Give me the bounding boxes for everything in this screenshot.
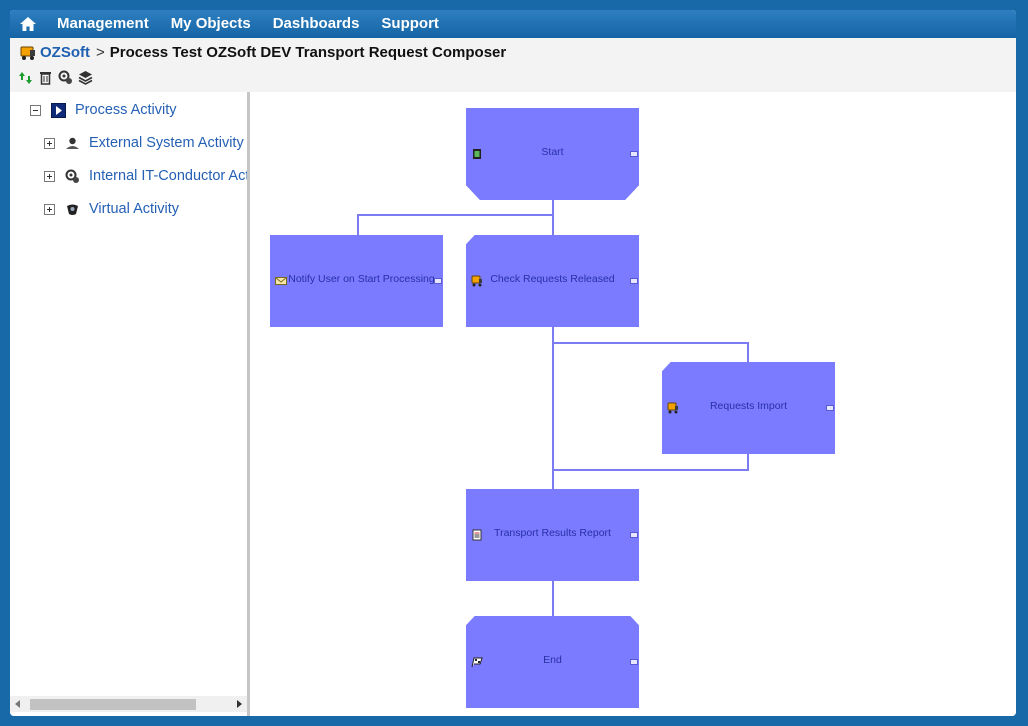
- page-header: OZSoft > Process Test OZSoft DEV Transpo…: [10, 38, 1016, 92]
- top-navigation: Management My Objects Dashboards Support: [10, 10, 1016, 38]
- node-label: Start: [541, 146, 564, 158]
- configure-button[interactable]: [58, 70, 73, 85]
- node-label: Notify User on Start Processing: [288, 273, 435, 285]
- tree-item-external-system-activity[interactable]: External System Activity: [44, 132, 244, 154]
- breadcrumb-separator: >: [96, 44, 105, 61]
- node-check-requests[interactable]: Check Requests Released: [466, 235, 639, 327]
- scrollbar-thumb[interactable]: [30, 699, 196, 710]
- tree-item-label[interactable]: Process Activity: [75, 102, 177, 118]
- node-transport-results-report[interactable]: Transport Results Report: [466, 489, 639, 581]
- nav-management[interactable]: Management: [57, 15, 149, 32]
- process-diagram-canvas: Start Notify User on Start Processing Ch…: [250, 92, 1016, 716]
- node-label: Check Requests Released: [490, 273, 615, 285]
- home-icon: [20, 17, 36, 31]
- arrow-left-icon: [15, 700, 20, 708]
- tree-item-label[interactable]: External System Activity: [89, 135, 244, 151]
- node-handle[interactable]: [630, 278, 638, 284]
- envelope-icon: [275, 277, 287, 285]
- connector-line: [552, 342, 748, 344]
- horizontal-scrollbar[interactable]: [10, 696, 247, 712]
- node-handle[interactable]: [826, 405, 834, 411]
- delete-button[interactable]: [38, 70, 53, 85]
- scroll-right-button[interactable]: [231, 696, 247, 712]
- layers-icon: [78, 71, 93, 85]
- connector-line: [552, 581, 554, 616]
- app-window: Management My Objects Dashboards Support…: [10, 10, 1016, 716]
- expand-toggle[interactable]: [44, 137, 55, 149]
- breadcrumb-root-link[interactable]: OZSoft: [40, 44, 90, 61]
- transport-icon: [20, 46, 35, 60]
- connector-line: [552, 327, 554, 489]
- connector-line: [552, 214, 554, 235]
- tree-item-internal-it-conductor-activity[interactable]: Internal IT-Conductor Activity: [44, 165, 250, 187]
- battery-icon: [473, 149, 481, 159]
- virtual-activity-icon: [64, 201, 80, 217]
- report-icon: [472, 529, 482, 541]
- connector-line: [747, 454, 749, 470]
- finish-flag-icon: [471, 657, 483, 668]
- expand-toggle[interactable]: [44, 170, 55, 182]
- node-handle[interactable]: [630, 151, 638, 157]
- tree-item-label[interactable]: Internal IT-Conductor Activity: [89, 168, 250, 184]
- node-start[interactable]: Start: [466, 108, 639, 200]
- node-label: Requests Import: [709, 400, 788, 412]
- connector-line: [552, 469, 749, 471]
- activity-tree-pane: Process Activity External System Activit…: [10, 92, 250, 716]
- external-system-icon: [64, 135, 80, 151]
- process-activity-icon: [50, 102, 66, 118]
- connector-line: [357, 214, 554, 216]
- transport-icon: [471, 275, 482, 287]
- page-title: Process Test OZSoft DEV Transport Reques…: [109, 44, 507, 61]
- collapse-toggle[interactable]: [30, 104, 41, 116]
- connector-line: [747, 342, 749, 362]
- internal-conductor-icon: [64, 168, 80, 184]
- node-label: End: [543, 654, 562, 666]
- arrow-right-icon: [237, 700, 242, 708]
- node-handle[interactable]: [630, 532, 638, 538]
- expand-toggle[interactable]: [44, 203, 55, 215]
- connector-line: [357, 214, 359, 235]
- refresh-icon: [19, 71, 32, 84]
- toolbar: [18, 70, 93, 85]
- node-notify-user[interactable]: Notify User on Start Processing: [270, 235, 443, 327]
- tree-item-label[interactable]: Virtual Activity: [89, 201, 179, 217]
- nav-dashboards[interactable]: Dashboards: [272, 15, 360, 32]
- scroll-left-button[interactable]: [10, 696, 26, 712]
- trash-icon: [40, 72, 51, 85]
- refresh-button[interactable]: [18, 70, 33, 85]
- node-end[interactable]: End: [466, 616, 639, 708]
- nav-my-objects[interactable]: My Objects: [170, 15, 251, 32]
- transport-icon: [667, 402, 678, 414]
- node-label: Transport Results Report: [494, 527, 611, 539]
- home-button[interactable]: [10, 10, 46, 38]
- connector-line: [552, 200, 554, 215]
- breadcrumb: OZSoft > Process Test OZSoft DEV Transpo…: [20, 44, 506, 61]
- tree-item-virtual-activity[interactable]: Virtual Activity: [44, 198, 179, 220]
- tree-item-process-activity[interactable]: Process Activity: [30, 99, 177, 121]
- settings-icon: [58, 70, 72, 84]
- nav-support[interactable]: Support: [381, 15, 439, 32]
- layers-button[interactable]: [78, 70, 93, 85]
- node-handle[interactable]: [434, 278, 442, 284]
- node-requests-import[interactable]: Requests Import: [662, 362, 835, 454]
- node-handle[interactable]: [630, 659, 638, 665]
